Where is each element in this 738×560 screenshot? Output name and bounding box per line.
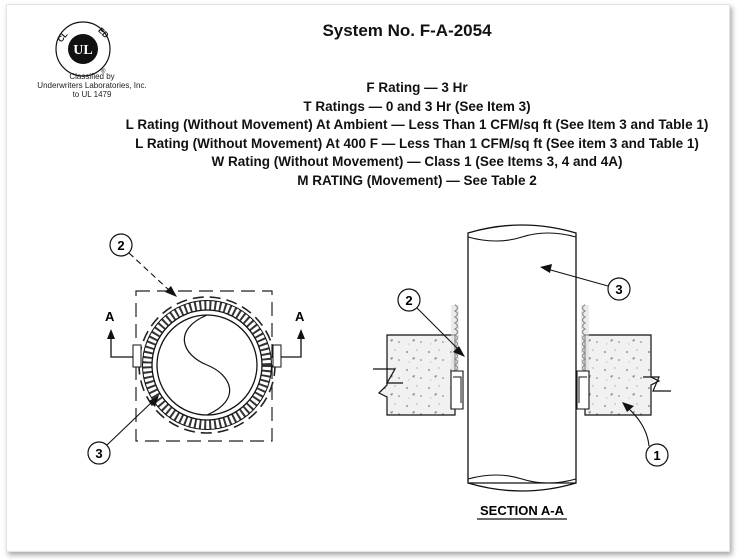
callout-3-section-number: 3 xyxy=(615,282,622,297)
classified-line-3: to UL 1479 xyxy=(72,90,112,99)
pipe-penetrant xyxy=(467,224,577,484)
section-mark-right: A xyxy=(281,309,305,358)
registered-icon: ® xyxy=(101,68,106,75)
classified-line-2: Underwriters Laboratories, Inc. xyxy=(37,81,147,90)
callout-2-plan: 2 xyxy=(109,233,177,297)
pipe-break-symbol xyxy=(183,314,231,416)
slab-break-left xyxy=(373,368,403,384)
rating-m: M RATING (Movement) — See Table 2 xyxy=(297,172,537,188)
callout-2-plan-number: 2 xyxy=(117,238,124,253)
callout-2-section: 2 xyxy=(397,288,465,357)
section-view: 3 2 1 SECTION A-A xyxy=(373,224,671,520)
plan-pipe-outer xyxy=(151,309,263,421)
ratings-list: F Rating — 3 Hr T Ratings — 0 and 3 Hr (… xyxy=(67,79,738,190)
section-mark-left: A xyxy=(105,309,133,358)
rating-w: W Rating (Without Movement) — Class 1 (S… xyxy=(211,154,623,169)
sealant-fill-left xyxy=(451,305,459,371)
plan-clip-right xyxy=(272,344,282,368)
callout-3-plan: 3 xyxy=(87,395,159,465)
collar-clip-left xyxy=(450,370,464,410)
floor-slab-right xyxy=(584,334,661,416)
rating-l-ambient: L Rating (Without Movement) At Ambient —… xyxy=(125,117,709,132)
pipe-end-bottom xyxy=(467,482,577,492)
callout-1-section-number: 1 xyxy=(653,448,660,463)
section-letter-left: A xyxy=(105,309,115,324)
callout-1-section: 1 xyxy=(622,402,669,467)
pipe-break-top xyxy=(467,232,577,242)
plan-view: A A 2 3 xyxy=(87,233,305,465)
floor-slab-left xyxy=(377,334,456,416)
ul-classified-logo: UL CL ED ® xyxy=(55,21,111,77)
drawing-sheet: UL CL ED ® Classified by Underwriters La… xyxy=(6,4,730,552)
plan-collar-outer xyxy=(142,300,272,430)
system-title: System No. F-A-2054 xyxy=(322,21,492,40)
sealant-fill-right xyxy=(581,305,589,371)
rating-l-400f: L Rating (Without Movement) At 400 F — L… xyxy=(135,135,699,151)
slab-break-right xyxy=(643,376,671,392)
collar-clip-right xyxy=(576,370,590,410)
callout-2-section-number: 2 xyxy=(405,293,412,308)
section-letter-right: A xyxy=(295,309,305,324)
classified-line-1: Classified by xyxy=(69,72,115,81)
pipe-break-bottom xyxy=(467,474,577,484)
plan-sealant-band xyxy=(142,300,272,430)
fire-stop-drawing: A A 2 3 xyxy=(87,224,671,520)
callout-3-plan-number: 3 xyxy=(95,446,102,461)
plan-clip-left xyxy=(132,344,142,368)
rating-f: F Rating — 3 Hr xyxy=(366,80,468,95)
section-caption: SECTION A-A xyxy=(480,503,565,518)
callout-3-section: 3 xyxy=(540,264,631,301)
rating-t: T Ratings — 0 and 3 Hr (See Item 3) xyxy=(303,98,531,114)
ul-mark: UL xyxy=(73,43,92,58)
classification-note: Classified by Underwriters Laboratories,… xyxy=(23,72,161,99)
